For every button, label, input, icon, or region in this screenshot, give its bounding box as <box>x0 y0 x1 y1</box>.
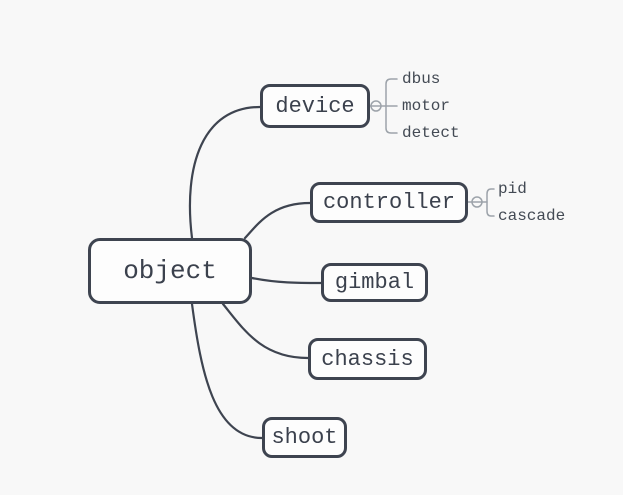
leaf-motor[interactable]: motor <box>402 97 451 115</box>
device-children-bracket <box>385 78 398 134</box>
node-gimbal[interactable]: gimbal <box>321 263 428 302</box>
edge-object-shoot <box>190 302 264 440</box>
node-controller[interactable]: controller <box>310 182 468 223</box>
node-shoot[interactable]: shoot <box>262 417 347 458</box>
edge-object-controller <box>243 201 312 240</box>
device-collapse-toggle[interactable] <box>370 100 382 112</box>
node-chassis[interactable]: chassis <box>308 338 427 380</box>
leaf-dbus[interactable]: dbus <box>402 70 441 88</box>
node-object[interactable]: object <box>88 238 252 304</box>
controller-collapse-toggle[interactable] <box>471 196 483 208</box>
node-device[interactable]: device <box>260 84 370 128</box>
edge-object-device <box>188 105 262 240</box>
leaf-detect[interactable]: detect <box>402 124 460 142</box>
controller-children-bracket <box>486 188 495 217</box>
leaf-pid[interactable]: pid <box>498 180 527 198</box>
edge-object-chassis <box>221 302 310 360</box>
edge-object-gimbal <box>250 276 323 285</box>
leaf-cascade[interactable]: cascade <box>498 207 566 225</box>
